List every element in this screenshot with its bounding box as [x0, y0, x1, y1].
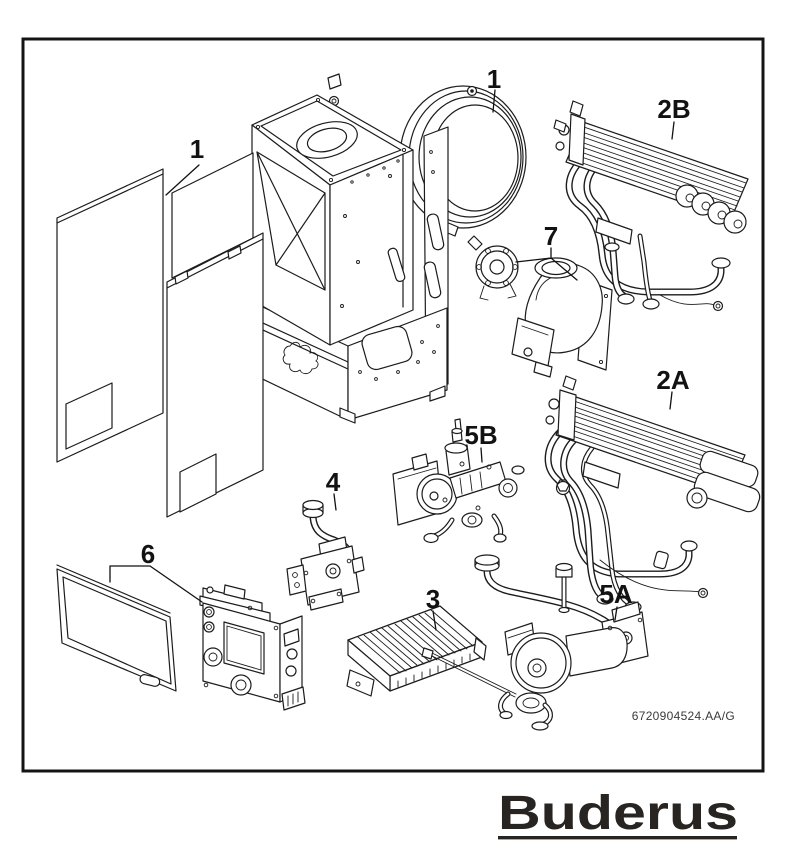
label-casing: 1 — [190, 134, 204, 164]
expansion-vessel-part — [399, 85, 527, 237]
burner-part — [346, 605, 487, 697]
control-panel-part — [56, 564, 306, 711]
part-number-labels: 1 1 2B 7 2A 5B 4 6 3 5A — [141, 64, 691, 614]
brand-logo-text: Buderus — [498, 787, 738, 840]
label-control-unit: 6 — [141, 539, 155, 569]
casing-part — [56, 152, 264, 518]
drawing-frame — [21, 37, 765, 773]
label-fan-assembly: 7 — [544, 221, 558, 251]
pump-5a-part — [421, 554, 649, 731]
gas-valve-part — [286, 499, 365, 611]
brand-logo-underline — [498, 836, 737, 840]
label-heat-exchanger-2a: 2A — [656, 365, 689, 395]
label-gas-valve: 4 — [326, 467, 341, 497]
boiler-chassis-part — [251, 73, 448, 424]
valve-5b-part — [392, 418, 525, 544]
document-number: 6720904524.AA/G — [632, 709, 735, 723]
leader-lines — [109, 89, 675, 631]
heat-exchanger-2a-part — [544, 375, 761, 613]
label-expansion-vessel: 1 — [487, 64, 501, 94]
label-valve-5b: 5B — [464, 420, 497, 450]
label-burner: 3 — [426, 584, 440, 614]
label-pump-5a: 5A — [599, 579, 632, 609]
fan-assembly-part — [467, 235, 613, 378]
brand-logo: Buderus — [498, 787, 738, 840]
heat-exchanger-2b-part — [553, 100, 749, 312]
label-heat-exchanger-2b: 2B — [657, 94, 690, 124]
